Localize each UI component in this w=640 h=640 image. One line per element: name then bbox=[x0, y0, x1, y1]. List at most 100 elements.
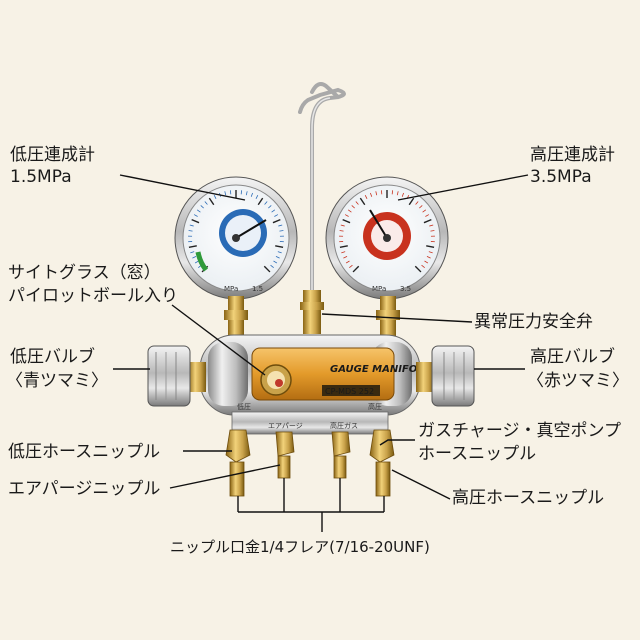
air-purge-nipple-label: エアパージニップル bbox=[8, 479, 160, 499]
dial-tick bbox=[268, 205, 272, 209]
dial-tick bbox=[250, 192, 253, 197]
model-number: CP-MDS 252 bbox=[325, 387, 374, 396]
dial-tick bbox=[426, 256, 431, 259]
dial-tick bbox=[277, 251, 282, 254]
nipple-spec-label: ニップル口金1/4フレア(7/16-20UNF) bbox=[170, 538, 430, 556]
dial-tick bbox=[188, 230, 193, 232]
dial-tick bbox=[272, 218, 281, 224]
dial-tick bbox=[375, 191, 378, 196]
low-gauge-scale: 1.5 bbox=[252, 285, 263, 293]
dial-tick bbox=[194, 260, 199, 264]
dial-tick bbox=[245, 191, 248, 196]
dial-tick bbox=[425, 214, 430, 217]
high-valve-label: 高圧バルブ bbox=[530, 346, 615, 367]
high-gauge-label: 高圧連成計 bbox=[530, 145, 615, 165]
low-pressure-gauge: MPa 1.5 bbox=[174, 176, 298, 300]
high-valve-knob[interactable] bbox=[416, 345, 475, 407]
high-gauge-unit: MPa bbox=[372, 285, 386, 293]
dial-tick bbox=[428, 251, 433, 254]
dial-tick bbox=[200, 205, 204, 209]
dial-tick bbox=[429, 224, 434, 227]
dial-tick bbox=[275, 256, 280, 259]
high-hose-nipple-label: 高圧ホースニップル bbox=[452, 488, 604, 508]
dial-tick bbox=[355, 201, 359, 205]
low-valve-knob[interactable] bbox=[147, 345, 206, 407]
low-valve-label: 低圧バルブ bbox=[10, 346, 95, 367]
dial-tick bbox=[396, 191, 399, 196]
dial-tick bbox=[342, 218, 351, 224]
dial-tick bbox=[345, 260, 350, 264]
dial-tick bbox=[414, 265, 422, 273]
port-label-low: 低圧 bbox=[237, 402, 251, 411]
dial-tick bbox=[419, 205, 423, 209]
dial-tick bbox=[193, 214, 198, 217]
dial-tick bbox=[352, 265, 360, 273]
safety-valve-label: 異常圧力安全弁 bbox=[474, 312, 593, 332]
dial-tick bbox=[347, 209, 352, 213]
dial-tick bbox=[190, 251, 195, 254]
dial-tick bbox=[426, 245, 435, 249]
dial-tick bbox=[421, 264, 425, 269]
dial-tick bbox=[189, 224, 194, 227]
air-purge-nipple bbox=[275, 431, 295, 479]
dial-tick bbox=[271, 209, 276, 213]
gas-charge-nipple bbox=[331, 431, 351, 479]
low-gauge-range: 1.5MPa bbox=[10, 167, 72, 187]
high-gauge-range: 3.5MPa bbox=[530, 167, 592, 187]
dial-tick bbox=[422, 209, 427, 213]
dial-tick bbox=[370, 192, 373, 197]
dial-tick bbox=[224, 191, 227, 196]
port-label-gas: 高圧ガス bbox=[330, 421, 358, 430]
dial-tick bbox=[274, 214, 279, 217]
dial-tick bbox=[340, 224, 345, 227]
dial-tick bbox=[349, 264, 353, 269]
high-pressure-gauge: MPa 3.5 bbox=[325, 176, 449, 300]
low-valve-knob-color: 〈青ツマミ〉 bbox=[6, 371, 108, 391]
dial-tick bbox=[270, 264, 274, 269]
sight-glass-label: サイトグラス（窓） bbox=[8, 263, 161, 283]
dial-tick bbox=[424, 260, 429, 264]
low-gauge-unit: MPa bbox=[224, 285, 238, 293]
manifold-body: GAUGE MANIFOLD CP-MDS 252 低圧 エアパージ 高圧ガス … bbox=[199, 334, 432, 435]
pilot-ball-label: パイロットボール入り bbox=[8, 286, 178, 306]
dial-tick bbox=[208, 197, 215, 206]
dial-tick bbox=[343, 256, 348, 259]
dial-tick bbox=[213, 195, 217, 199]
dial-tick bbox=[192, 256, 197, 259]
dial-tick bbox=[344, 214, 349, 217]
dial-tick bbox=[364, 195, 368, 199]
low-hose-nipple bbox=[225, 429, 251, 497]
dial-tick bbox=[341, 251, 346, 254]
high-gauge-scale: 3.5 bbox=[400, 285, 411, 293]
dial-tick bbox=[188, 245, 197, 249]
dial-tick bbox=[415, 201, 419, 205]
dial-tick bbox=[339, 230, 344, 232]
dial-tick bbox=[204, 201, 208, 205]
high-valve-knob-color: 〈赤ツマミ〉 bbox=[527, 371, 629, 391]
port-label-high: 高圧 bbox=[368, 402, 382, 411]
brand-name: GAUGE MANIFOLD bbox=[330, 364, 432, 375]
port-label-air: エアパージ bbox=[268, 422, 303, 430]
low-gauge-ticks bbox=[188, 190, 284, 273]
dial-tick bbox=[339, 245, 348, 249]
dial-tick bbox=[257, 197, 264, 206]
dial-tick bbox=[351, 205, 355, 209]
dial-tick bbox=[263, 265, 271, 273]
low-gauge-label: 低圧連成計 bbox=[10, 145, 95, 165]
dial-tick bbox=[430, 230, 435, 232]
dial-tick bbox=[278, 224, 283, 227]
dial-tick bbox=[264, 201, 268, 205]
dial-tick bbox=[423, 218, 432, 224]
dial-tick bbox=[255, 195, 259, 199]
dial-tick bbox=[191, 218, 200, 224]
dial-tick bbox=[401, 192, 404, 197]
safety-valve bbox=[303, 290, 321, 334]
dial-tick bbox=[408, 197, 415, 206]
dial-tick bbox=[279, 230, 284, 232]
dial-tick bbox=[273, 260, 278, 264]
low-hose-nipple-label: 低圧ホースニップル bbox=[8, 442, 160, 462]
gas-charge-nipple-label-2: ホースニップル bbox=[418, 444, 536, 464]
gas-charge-nipple-label: ガスチャージ・真空ポンプ bbox=[418, 421, 621, 441]
dial-tick bbox=[275, 245, 284, 249]
